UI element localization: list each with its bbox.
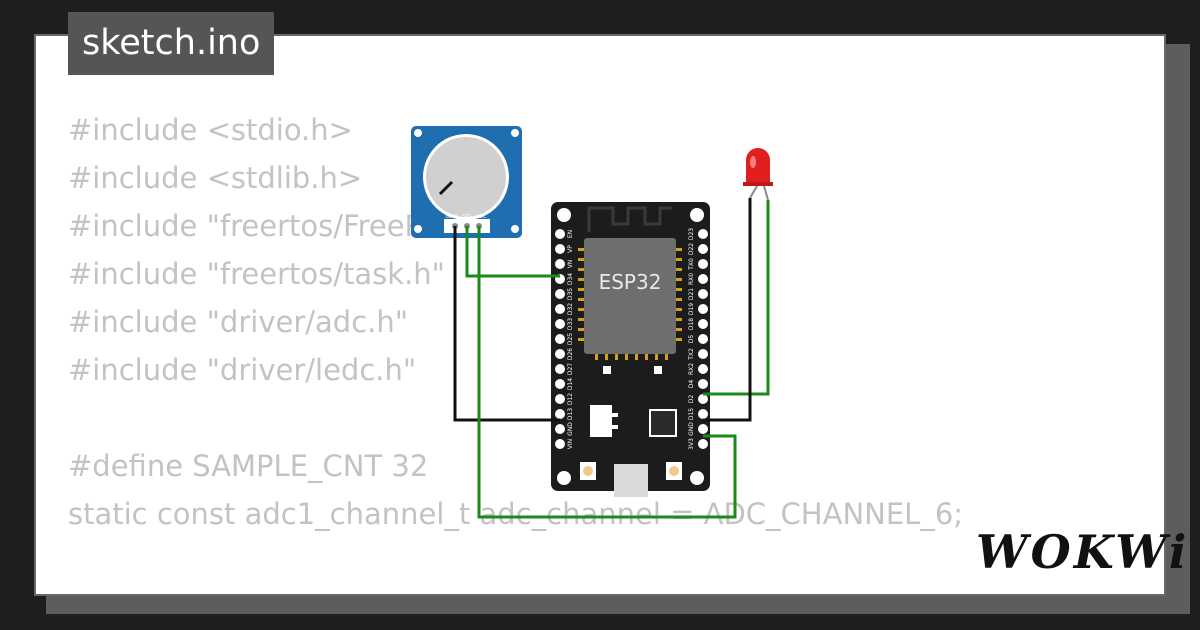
pin-label: D2 xyxy=(688,395,695,404)
pin-label: TX0 xyxy=(688,258,695,271)
code-line: #include "freertos/task.h" xyxy=(68,257,445,291)
code-line: #include "driver/ledc.h" xyxy=(68,353,417,387)
pin-label: D12 xyxy=(567,393,574,405)
voltage-regulator xyxy=(590,405,612,437)
pin-label: D14 xyxy=(567,378,574,390)
esp32-module xyxy=(584,238,676,354)
code-line: #include "driver/adc.h" xyxy=(68,305,409,339)
led-body xyxy=(746,148,770,182)
code-line: #define SAMPLE_CNT 32 xyxy=(68,449,429,483)
pin-label: D19 xyxy=(688,303,695,315)
wire-led-signal xyxy=(703,200,770,396)
pin-label: D15 xyxy=(688,408,695,420)
pin-label: VP xyxy=(567,245,574,253)
code-line: #include <stdlib.h> xyxy=(68,161,363,195)
pin-label: VN xyxy=(567,260,574,269)
pin-label: D18 xyxy=(688,318,695,330)
wires xyxy=(453,198,770,519)
pin-label: RX0 xyxy=(688,273,695,285)
code-line: #include <stdio.h> xyxy=(68,113,353,147)
wire-vcc xyxy=(477,226,737,519)
file-tab[interactable]: sketch.ino xyxy=(68,12,275,75)
potentiometer[interactable]: GND SIG VCC xyxy=(411,126,522,238)
usb-chip xyxy=(649,409,677,437)
pin-label: D13 xyxy=(567,408,574,420)
pin-label: EN xyxy=(567,230,574,238)
en-button[interactable] xyxy=(580,462,596,480)
wire-led-gnd xyxy=(703,198,752,422)
pin-label: GND xyxy=(567,422,574,436)
pot-pin-label: GND xyxy=(446,214,459,220)
pot-pin-label: VCC xyxy=(475,214,487,220)
pin-label: 3V3 xyxy=(688,438,695,450)
pin-label: D35 xyxy=(567,288,574,300)
wire-sig xyxy=(465,226,560,278)
knob-indicator xyxy=(438,180,454,196)
pin-label: D27 xyxy=(567,363,574,375)
pin-label: VIN xyxy=(567,439,574,449)
wokwi-logo: WOKWi xyxy=(976,525,1190,579)
pin-label: D25 xyxy=(567,333,574,345)
esp32-board[interactable]: ESP32 xyxy=(551,202,710,497)
pin-label: RX2 xyxy=(688,363,695,375)
pin-label: GND xyxy=(688,422,695,436)
chip-label: ESP32 xyxy=(599,270,662,294)
pin-label: D26 xyxy=(567,348,574,360)
code-line: #define LEDC_GPIO 2 xyxy=(68,586,963,594)
pot-pin-label: SIG xyxy=(462,214,471,220)
knob[interactable] xyxy=(426,137,506,217)
pin-label: D5 xyxy=(688,335,695,344)
left-header-pins xyxy=(555,229,565,449)
pin-label: D21 xyxy=(688,288,695,300)
pin-label: TX2 xyxy=(688,348,695,361)
right-header-pins xyxy=(698,229,708,449)
pin-label: D4 xyxy=(688,380,695,389)
pin-label: D22 xyxy=(688,243,695,255)
code-line: static const adc1_channel_t adc_channel … xyxy=(68,497,964,531)
pin-label: D32 xyxy=(567,303,574,315)
wire-gnd xyxy=(453,226,560,422)
usb-port xyxy=(614,464,648,497)
pin-label: D23 xyxy=(688,228,695,240)
boot-button[interactable] xyxy=(666,462,682,480)
pin-label: D34 xyxy=(567,273,574,285)
pin-label: D33 xyxy=(567,318,574,330)
